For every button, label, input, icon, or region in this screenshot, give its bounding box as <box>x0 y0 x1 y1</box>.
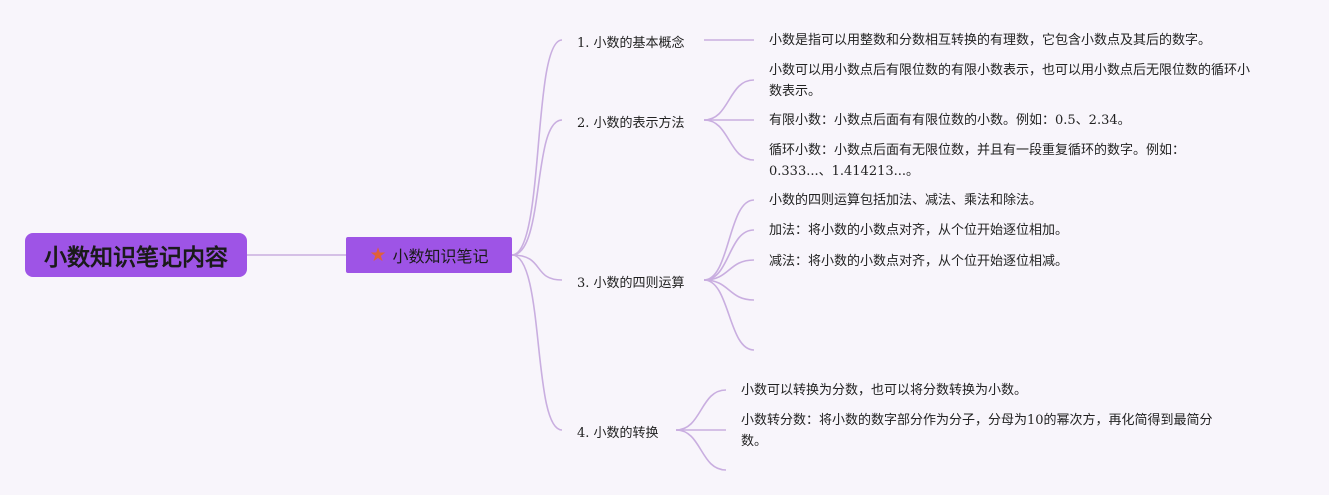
link-main-branch-4 <box>511 254 563 431</box>
leaf-node[interactable]: 加法：将小数的小数点对齐，从个位开始逐位相加。 <box>769 220 1259 241</box>
main-topic-label: 小数知识笔记 <box>392 247 489 266</box>
branch-label: 1. 小数的基本概念 <box>577 36 685 51</box>
leaf-text: 小数转分数：将小数的数字部分作为分子，分母为10的幂次方，再化简得到最简分数。 <box>741 413 1213 449</box>
leaf-node[interactable]: 小数可以用小数点后有限位数的有限小数表示，也可以用小数点后无限位数的循环小数表示… <box>769 60 1259 102</box>
link-main-branch-2 <box>511 119 563 256</box>
leaf-node[interactable]: 循环小数：小数点后面有无限位数，并且有一段重复循环的数字。例如：0.333...… <box>769 140 1224 182</box>
link-main-branch-3 <box>511 254 563 281</box>
leaf-node[interactable]: 小数转分数：将小数的数字部分作为分子，分母为10的幂次方，再化简得到最简分数。 <box>741 410 1231 452</box>
leaf-text: 加法：将小数的小数点对齐，从个位开始逐位相加。 <box>769 223 1069 238</box>
branch-label: 3. 小数的四则运算 <box>577 276 685 291</box>
leaf-text: 小数可以转换为分数，也可以将分数转换为小数。 <box>741 383 1028 398</box>
leaf-text: 小数可以用小数点后有限位数的有限小数表示，也可以用小数点后无限位数的循环小数表示… <box>769 63 1251 99</box>
link-b2-leaf-1 <box>703 79 755 121</box>
leaf-text: 循环小数：小数点后面有无限位数，并且有一段重复循环的数字。例如：0.333...… <box>769 143 1186 179</box>
branch-representation[interactable]: 2. 小数的表示方法 <box>577 112 685 131</box>
leaf-node[interactable]: 小数可以转换为分数，也可以将分数转换为小数。 <box>741 380 1241 401</box>
leaf-node[interactable]: 有限小数：小数点后面有有限位数的小数。例如：0.5、2.34。 <box>769 110 1259 131</box>
leaf-text: 有限小数：小数点后面有有限位数的小数。例如：0.5、2.34。 <box>769 113 1131 128</box>
root-label: 小数知识笔记内容 <box>44 245 228 271</box>
leaf-text: 小数是指可以用整数和分数相互转换的有理数，它包含小数点及其后的数字。 <box>769 33 1212 48</box>
star-icon: ★ <box>369 243 387 266</box>
link-b3-leaf-2 <box>703 229 755 281</box>
link-b4-leaf-1 <box>675 389 727 431</box>
branch-basic-concept[interactable]: 1. 小数的基本概念 <box>577 32 685 51</box>
root-node[interactable]: 小数知识笔记内容 <box>25 233 247 277</box>
link-b3-leaf-4 <box>703 279 755 301</box>
leaf-text: 小数的四则运算包括加法、减法、乘法和除法。 <box>769 193 1043 208</box>
leaf-node[interactable]: 小数的四则运算包括加法、减法、乘法和除法。 <box>769 190 1259 211</box>
link-main-branch-1 <box>511 39 563 256</box>
branch-arithmetic[interactable]: 3. 小数的四则运算 <box>577 272 685 291</box>
link-b4-leaf-3 <box>675 429 727 471</box>
link-b3-leaf-5 <box>703 279 755 351</box>
branch-conversion[interactable]: 4. 小数的转换 <box>577 422 659 441</box>
main-topic-node[interactable]: ★ 小数知识笔记 <box>346 237 512 273</box>
branch-label: 4. 小数的转换 <box>577 426 659 441</box>
leaf-node[interactable]: 减法：将小数的小数点对齐，从个位开始逐位相减。 <box>769 251 1259 272</box>
link-b3-leaf-3 <box>703 259 755 281</box>
leaf-node[interactable]: 小数是指可以用整数和分数相互转换的有理数，它包含小数点及其后的数字。 <box>769 30 1269 51</box>
branch-label: 2. 小数的表示方法 <box>577 116 685 131</box>
leaf-text: 减法：将小数的小数点对齐，从个位开始逐位相减。 <box>769 254 1069 269</box>
link-b3-leaf-1 <box>703 199 755 281</box>
link-b2-leaf-3 <box>703 119 755 161</box>
